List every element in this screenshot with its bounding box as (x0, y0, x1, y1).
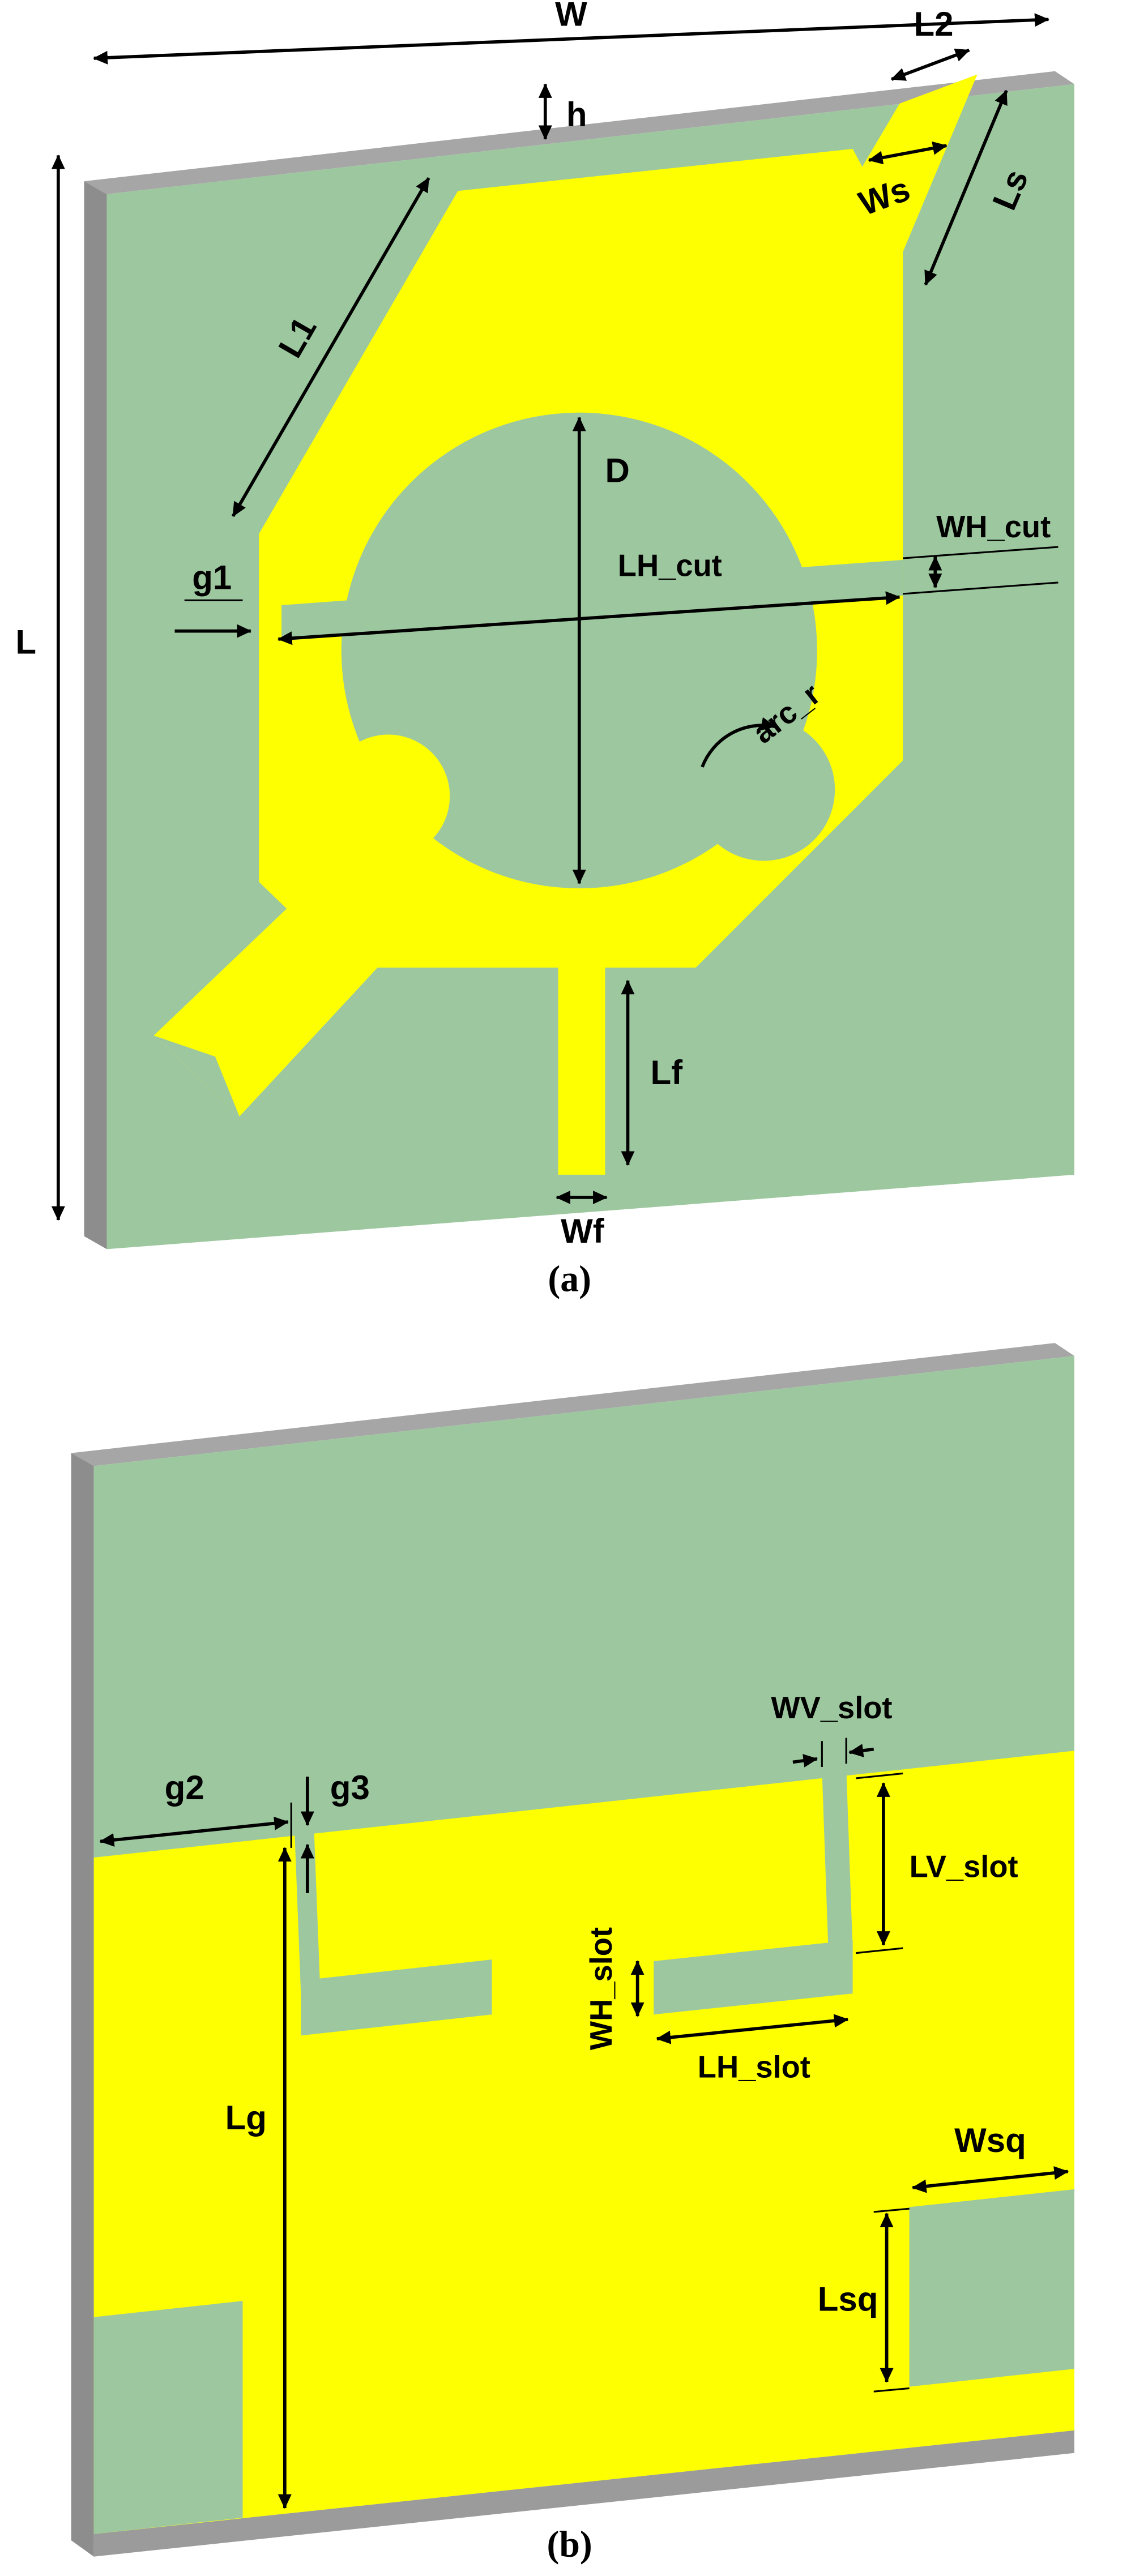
dim-WV-slot: WV_slot (771, 1691, 893, 1768)
annotations-b: g2 g3 Lg WV_slot LV_sl (99, 1691, 1069, 2509)
ext-line (903, 581, 1059, 595)
bottom-right-notch (909, 2189, 1075, 2387)
label-L: L (15, 623, 36, 661)
board-b-bottom-face (93, 2430, 1075, 2557)
label-Lg: Lg (225, 2099, 267, 2137)
dim-WH-slot: WH_slot (584, 1927, 645, 2050)
center-horizontal-slot (654, 1940, 853, 2015)
dim-line (656, 2014, 849, 2044)
arc-indicator (701, 717, 776, 768)
label-D: D (605, 452, 629, 490)
dim-h: h (538, 83, 587, 140)
dim-line (231, 177, 430, 517)
label-WH-slot: WH_slot (584, 1927, 618, 2050)
dim-L: L (15, 154, 65, 1221)
left-vertical-slit (294, 1826, 321, 1995)
caption-b: (b) (547, 2524, 592, 2565)
dim-line (277, 591, 900, 645)
label-h: h (566, 96, 587, 134)
bottom-left-square-cut (93, 2301, 243, 2534)
dim-WH-cut: WH_cut (903, 510, 1059, 595)
label-Wsq: Wsq (954, 2121, 1026, 2159)
label-g1: g1 (192, 558, 232, 596)
dim-line (924, 89, 1008, 286)
label-LV-slot: LV_slot (910, 1849, 1018, 1884)
label-LH-cut: LH_cut (618, 548, 722, 583)
arc-bite-cut (692, 718, 835, 861)
dim-g2: g2 (99, 1769, 292, 1848)
dim-L2: L2 (890, 5, 970, 81)
dim-Lf: Lf (621, 979, 683, 1166)
label-LH-slot: LH_slot (698, 2050, 810, 2085)
board-b-left-face (71, 1453, 94, 2557)
board-a-top-face (84, 71, 1075, 194)
dim-LH-cut: LH_cut (277, 548, 900, 645)
label-Wf: Wf (561, 1212, 605, 1250)
caption-a: (a) (548, 1259, 591, 1300)
dim-W: W (93, 0, 1049, 65)
label-g2: g2 (165, 1769, 204, 1807)
center-vertical-slot (822, 1766, 853, 1953)
dim-D: D (572, 416, 630, 884)
board-a-left-face (84, 181, 107, 1250)
left-horizontal-bar (301, 1959, 492, 2036)
patch-a-bottom-left-stub (153, 866, 405, 1117)
dim-Lg: Lg (225, 1847, 292, 2509)
dim-Wf: Wf (556, 1190, 608, 1250)
label-WH-cut: WH_cut (936, 510, 1051, 544)
patch-a-round-bump (327, 734, 450, 858)
label-WV-slot: WV_slot (771, 1691, 892, 1725)
arrow-left (792, 1754, 818, 1768)
dim-line (890, 48, 970, 81)
dim-Wsq: Wsq (911, 2121, 1069, 2193)
ext-line (873, 2207, 910, 2213)
ground-cutouts (93, 1766, 1075, 2534)
dim-g1: g1 (174, 558, 252, 638)
label-W: W (555, 0, 587, 33)
dim-g3: g3 (300, 1769, 370, 1893)
board-b-top-face (71, 1343, 1075, 1466)
patch-a-feed-line (558, 964, 605, 1175)
ext-line (856, 1772, 903, 1779)
label-g3: g3 (330, 1769, 370, 1807)
dim-LH-slot: LH_slot (656, 2014, 849, 2085)
label-L2: L2 (914, 5, 953, 43)
dim-line (911, 2166, 1069, 2193)
stub-end-notch (153, 1035, 240, 1117)
label-Lf: Lf (650, 1054, 683, 1092)
ext-line (856, 1947, 903, 1954)
ext-line (873, 2387, 910, 2393)
dim-line (99, 1816, 289, 1847)
dim-line (93, 13, 1049, 65)
dim-LV-slot: LV_slot (856, 1772, 1018, 1954)
dim-Lsq: Lsq (818, 2207, 910, 2393)
panel-a: W h L L2 Ws Ls (15, 0, 1075, 1300)
panel-b: g2 g3 Lg WV_slot LV_sl (71, 1343, 1075, 2565)
arrow-right (848, 1744, 874, 1757)
label-Lsq: Lsq (818, 2280, 878, 2318)
